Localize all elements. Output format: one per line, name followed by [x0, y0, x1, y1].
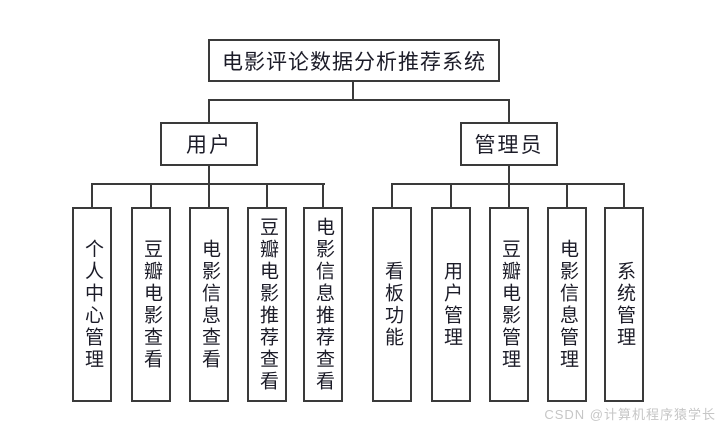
root-node: 电影评论数据分析推荐系统 — [208, 39, 500, 82]
leaf-node-label: 系统管理 — [614, 260, 635, 349]
leaf-node-douban-movie-recommend-view: 豆瓣电影推荐查看 — [247, 207, 287, 402]
leaf-node-personal-center-management: 个人中心管理 — [72, 207, 112, 402]
leaf-node-dashboard-function: 看板功能 — [372, 207, 412, 402]
connector-admin-drop-1 — [391, 183, 393, 208]
leaf-node-system-management: 系统管理 — [604, 207, 644, 402]
leaf-node-douban-movie-management: 豆瓣电影管理 — [489, 207, 529, 402]
connector-level1-bus — [208, 99, 510, 101]
branch-node-user-label: 用户 — [186, 133, 232, 157]
connector-admin-drop-3 — [508, 183, 510, 208]
csdn-watermark: CSDN @计算机程序猿学长 — [544, 407, 716, 422]
connector-user-drop-1 — [91, 183, 93, 208]
leaf-node-label: 看板功能 — [382, 260, 403, 349]
root-node-label: 电影评论数据分析推荐系统 — [222, 49, 486, 74]
connector-user-drop-3 — [208, 183, 210, 208]
connector-admin-stem — [508, 165, 510, 184]
leaf-node-label: 豆瓣电影管理 — [499, 238, 520, 371]
branch-node-user: 用户 — [160, 122, 258, 166]
connector-root-stem — [352, 81, 354, 100]
connector-admin-drop-5 — [623, 183, 625, 208]
leaf-node-douban-movie-view: 豆瓣电影查看 — [131, 207, 171, 402]
leaf-node-label: 用户管理 — [441, 260, 462, 349]
leaf-node-label: 豆瓣电影推荐查看 — [257, 216, 278, 393]
leaf-node-label: 电影信息推荐查看 — [313, 216, 334, 393]
connector-admin-drop-4 — [566, 183, 568, 208]
leaf-node-movie-info-view: 电影信息查看 — [189, 207, 229, 402]
leaf-node-movie-info-management: 电影信息管理 — [547, 207, 587, 402]
leaf-node-user-management: 用户管理 — [431, 207, 471, 402]
connector-user-drop-4 — [266, 183, 268, 208]
connector-drop-user — [208, 99, 210, 122]
connector-user-drop-5 — [322, 183, 324, 208]
leaf-node-label: 电影信息查看 — [199, 238, 220, 371]
connector-admin-drop-2 — [450, 183, 452, 208]
connector-user-drop-2 — [150, 183, 152, 208]
connector-drop-admin — [508, 99, 510, 122]
leaf-node-label: 个人中心管理 — [82, 238, 103, 371]
leaf-node-label: 电影信息管理 — [557, 238, 578, 371]
connector-user-stem — [208, 165, 210, 184]
branch-node-admin: 管理员 — [460, 122, 558, 166]
branch-node-admin-label: 管理员 — [474, 133, 544, 157]
leaf-node-movie-info-recommend-view: 电影信息推荐查看 — [303, 207, 343, 402]
leaf-node-label: 豆瓣电影查看 — [141, 238, 162, 371]
